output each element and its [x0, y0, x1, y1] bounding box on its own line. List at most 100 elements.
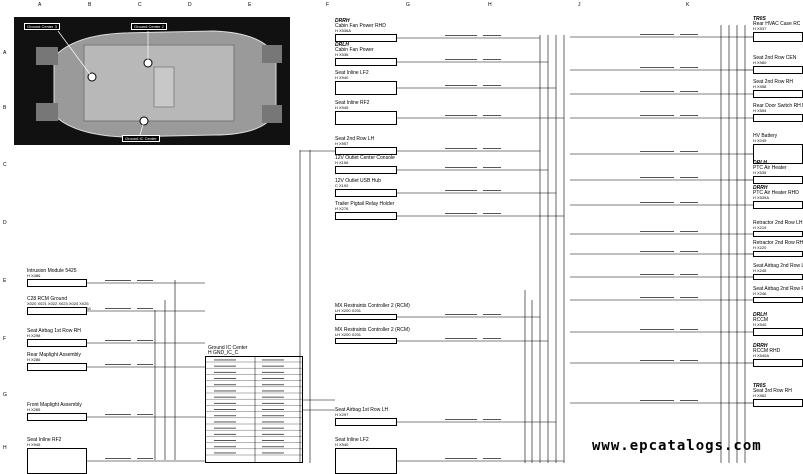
wire-label-mark	[445, 148, 477, 149]
connector-code: H X536A	[335, 28, 352, 33]
component-name: Front Maplight Assembly	[27, 402, 82, 408]
wire-label-mark	[214, 359, 236, 361]
column-header-e: E	[248, 2, 252, 8]
connector-code: H X962	[753, 393, 767, 398]
wire-label-mark	[214, 378, 236, 379]
component-variant-tag: TR0S	[753, 16, 766, 22]
vehicle-floor-illustration	[14, 17, 290, 145]
wire-label-mark	[262, 452, 284, 454]
wire-label-mark	[680, 360, 698, 361]
component-name: HV Battery	[753, 133, 778, 139]
component-name: Trailer Pigtail Relay Holder	[335, 201, 395, 207]
connector-code: H X957	[335, 141, 349, 146]
component-variant-tag: DRRH	[753, 185, 767, 191]
connector-code: H X540	[753, 322, 767, 327]
component-name: Seat Inline RF2	[27, 437, 62, 443]
component-name: Cabin Fan Power RHD	[335, 23, 386, 29]
wire-label-mark	[445, 213, 477, 214]
connector-code: H X535A	[753, 195, 770, 200]
variant-tag-text: DRRH	[335, 18, 350, 24]
wire-label-mark	[640, 202, 674, 203]
wire-label-mark	[445, 190, 477, 191]
wire-label-mark	[137, 458, 153, 459]
row-header-d: D	[3, 220, 7, 226]
row-header-e: E	[3, 278, 7, 284]
connector-code: H X960	[753, 60, 767, 65]
connector-body	[27, 279, 87, 287]
wire-label-mark	[483, 148, 501, 149]
connector-code: H X286	[27, 357, 41, 362]
row-header-f: F	[3, 336, 7, 342]
wire-label-mark	[680, 231, 698, 232]
vehicle-ground-location-photo: Ground Center 3 Ground Center 2 Ground I…	[14, 17, 290, 145]
connector-code: H X958	[753, 84, 767, 89]
component-name: Seat 2nd Row LH	[335, 136, 375, 142]
connector-body	[27, 363, 87, 371]
row-header-b: B	[3, 105, 7, 111]
wire-label-mark	[680, 91, 698, 92]
component-name: 12V Outlet USB Hub	[335, 178, 381, 184]
wire-label-mark	[483, 35, 501, 36]
wire-label-mark	[640, 67, 674, 68]
wire-label-mark	[680, 177, 698, 178]
wire-label-mark	[105, 308, 131, 309]
component-name: Retractor 2nd Row RH	[753, 240, 803, 246]
wire-label-mark	[680, 297, 698, 298]
variant-tag-text: DRRH	[753, 185, 768, 191]
connector-code: H X945	[27, 442, 41, 447]
variant-tag-text: DRLH	[753, 160, 767, 166]
wire-label-mark	[214, 421, 236, 423]
wire-label-mark	[214, 384, 236, 386]
component-name: PTC Air Heater	[753, 165, 787, 171]
wire-label-mark	[214, 440, 236, 441]
connector-body	[335, 448, 397, 474]
wire-label-mark	[640, 231, 674, 232]
wire-label-mark	[214, 433, 236, 435]
wire-label-mark	[483, 59, 501, 60]
connector-code: H X220	[753, 245, 767, 250]
wire-label-mark	[640, 151, 674, 152]
wire-label-mark	[214, 390, 236, 392]
wiring-lines	[87, 25, 753, 463]
wire-label-mark	[483, 167, 501, 168]
component-name: Seat Airbag 1st Row LH	[335, 407, 389, 413]
connector-body	[753, 297, 803, 303]
wire-label-mark	[640, 251, 674, 252]
connector-body	[753, 90, 803, 98]
connector-code: H X940	[335, 442, 349, 447]
wire-label-mark	[483, 85, 501, 86]
component-name: Seat Inline LF2	[335, 437, 369, 443]
wire-label-mark	[105, 458, 131, 459]
wire-label-mark	[262, 390, 284, 392]
wire-label-mark	[105, 340, 131, 341]
connector-code: H X554	[753, 108, 767, 113]
wire-label-mark	[214, 365, 236, 367]
component-variant-tag: DRLH	[335, 42, 349, 48]
wire-label-mark	[640, 91, 674, 92]
wire-label-mark	[680, 329, 698, 330]
wire-label-mark	[445, 338, 477, 339]
connector-code: C X192	[335, 183, 349, 188]
row-header-g: G	[3, 392, 7, 398]
callout-ground-ic-center: Ground IC Center	[122, 135, 160, 142]
connector-code: H X298	[27, 333, 41, 338]
wire-label-mark	[483, 419, 501, 420]
component-name: Seat Airbag 2nd Row RH	[753, 286, 803, 292]
wire-label-mark	[680, 251, 698, 252]
wire-label-mark	[137, 340, 153, 341]
wire-label-mark	[680, 202, 698, 203]
connector-body	[335, 111, 397, 125]
connector-body	[335, 34, 397, 42]
component-variant-tag: DRLH	[753, 160, 767, 166]
connector-body	[27, 448, 87, 474]
ground-center-block	[205, 356, 303, 463]
ground-center-code: H GND_IC_C	[208, 350, 239, 356]
connector-body	[27, 413, 87, 421]
wire-label-mark	[483, 190, 501, 191]
wire-label-mark	[640, 329, 674, 330]
connector-code: H X486	[27, 273, 41, 278]
wire-label-mark	[137, 414, 153, 415]
wire-label-mark	[214, 427, 236, 429]
connector-body	[335, 147, 397, 155]
connector-body	[753, 114, 803, 122]
